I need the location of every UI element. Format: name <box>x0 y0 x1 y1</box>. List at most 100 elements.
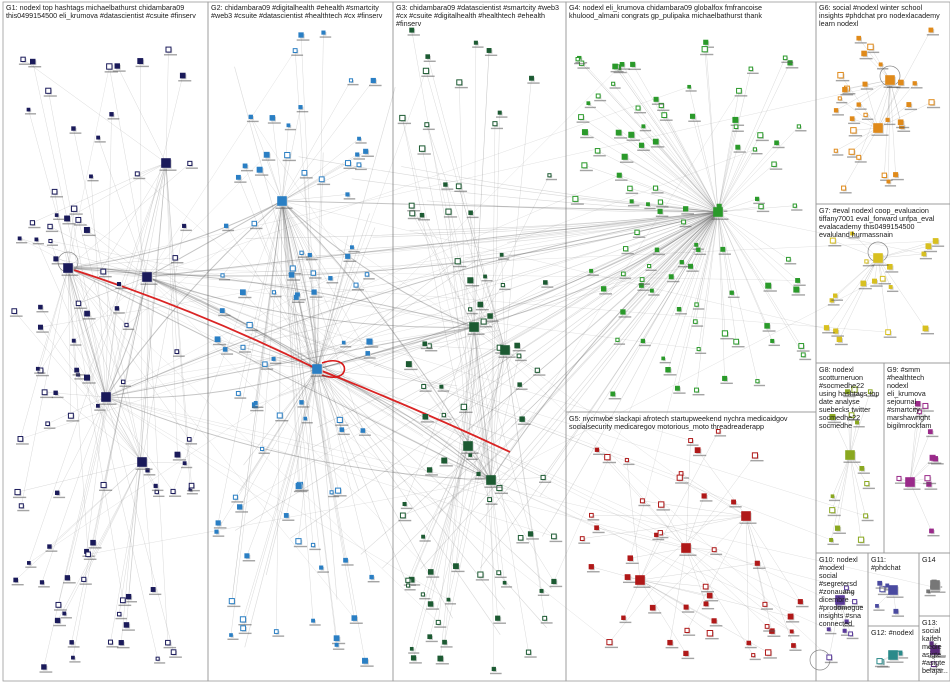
node <box>166 47 171 52</box>
node <box>737 88 742 93</box>
node <box>799 344 804 349</box>
node-label <box>283 160 296 161</box>
node-label <box>680 226 692 227</box>
node-label <box>19 64 31 65</box>
edge <box>544 212 718 476</box>
node-label <box>302 422 313 423</box>
node-label <box>652 539 664 540</box>
node-label <box>294 546 307 547</box>
group-box-g1 <box>3 2 208 681</box>
node <box>469 308 472 311</box>
node <box>48 224 52 228</box>
node-label <box>667 281 679 282</box>
node <box>346 193 350 197</box>
node-label <box>36 375 49 376</box>
node-label <box>923 483 936 484</box>
node <box>576 57 579 60</box>
node-label <box>675 482 688 483</box>
node-label <box>407 210 420 211</box>
node-label <box>28 66 41 67</box>
node-label <box>692 325 704 326</box>
node-label <box>187 493 198 494</box>
node-label <box>462 453 479 454</box>
node <box>596 94 600 98</box>
node <box>38 305 42 309</box>
node <box>171 650 176 655</box>
node-label <box>361 156 373 157</box>
node <box>223 347 227 351</box>
node <box>117 612 120 615</box>
node-label <box>178 80 191 81</box>
node <box>658 531 662 535</box>
edge <box>640 431 718 580</box>
group-label-g10: G10: nodexl #nodexl social #segretersd #… <box>819 556 863 628</box>
node <box>354 283 358 287</box>
edge <box>42 397 106 582</box>
node-label <box>53 625 66 626</box>
node <box>623 247 627 251</box>
node-label <box>408 218 421 219</box>
node <box>319 566 323 570</box>
edge <box>491 480 554 581</box>
node-label <box>884 337 897 338</box>
edge <box>491 477 543 480</box>
node-label <box>454 191 467 192</box>
edge <box>588 103 718 212</box>
node <box>707 630 712 635</box>
node-label <box>352 289 364 290</box>
node <box>14 578 18 582</box>
node-label <box>702 608 714 609</box>
node-label <box>640 130 651 131</box>
node <box>621 310 626 315</box>
node-label <box>833 533 846 534</box>
node <box>229 633 232 636</box>
node <box>864 514 868 518</box>
node <box>470 323 479 332</box>
node-label <box>831 335 844 336</box>
node-label <box>860 58 873 59</box>
edge <box>598 96 718 212</box>
node <box>189 483 194 488</box>
node <box>653 139 658 144</box>
node-label <box>764 290 777 291</box>
node <box>695 303 698 306</box>
node-label <box>285 129 296 130</box>
node-label <box>424 61 436 62</box>
node <box>842 186 846 190</box>
node-label <box>593 532 605 533</box>
node-label <box>311 376 328 377</box>
node <box>436 620 440 624</box>
group-box-g2 <box>208 2 393 681</box>
node-label <box>751 153 762 154</box>
edge <box>642 501 746 516</box>
node-label <box>364 357 376 358</box>
node-label <box>712 219 729 220</box>
node-label <box>398 123 411 124</box>
node-label <box>69 661 80 662</box>
node-label <box>187 490 200 491</box>
edge <box>282 201 372 577</box>
node-label <box>368 581 380 582</box>
node <box>469 453 472 456</box>
node-label <box>761 608 773 609</box>
node-label <box>648 294 659 295</box>
node <box>683 207 688 212</box>
node <box>846 451 855 460</box>
node <box>64 216 69 221</box>
node <box>625 574 630 579</box>
node-label <box>108 118 120 119</box>
node-label <box>10 315 23 316</box>
edge <box>147 277 148 470</box>
node <box>302 170 307 175</box>
node-label <box>605 647 618 648</box>
node-label <box>694 254 706 255</box>
node-label <box>686 270 698 271</box>
node-label <box>885 271 898 272</box>
node-label <box>53 497 65 498</box>
node <box>837 337 842 342</box>
node <box>64 264 73 273</box>
node-label <box>756 140 769 141</box>
node-label <box>95 141 106 142</box>
node-label <box>827 544 838 545</box>
node-label <box>115 618 126 619</box>
